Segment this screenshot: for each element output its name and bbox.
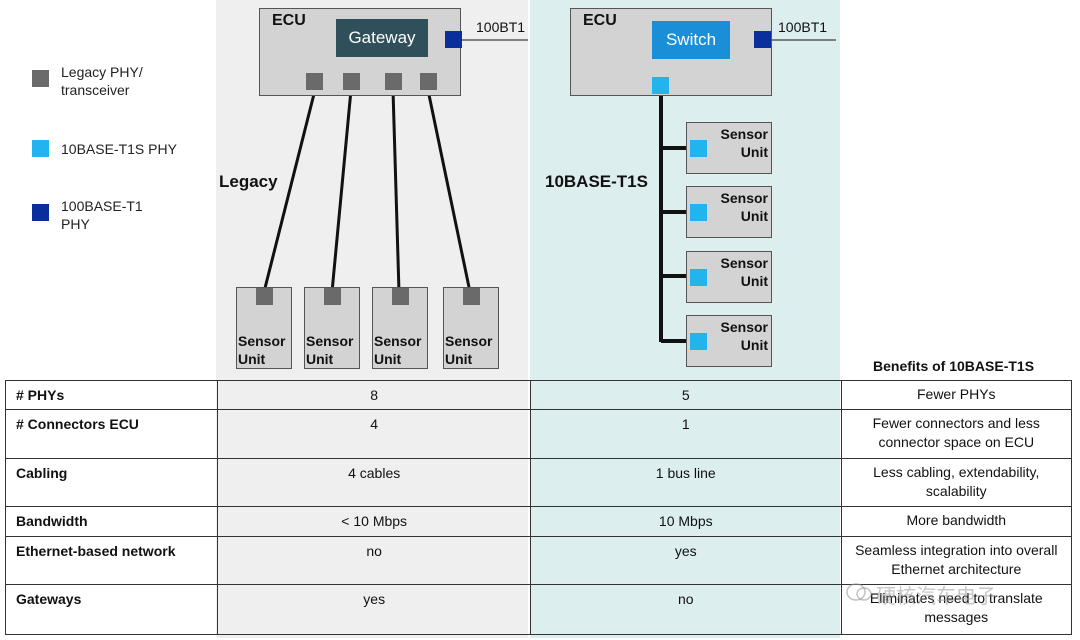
sensor-label-line1: Sensor <box>720 190 768 206</box>
table-row: # PHYs 8 5 Fewer PHYs <box>4 380 1073 410</box>
sensor-label-line2: Unit <box>306 351 334 367</box>
t1s-ecu-label: ECU <box>583 12 617 29</box>
sensor-label-line2: Unit <box>740 208 768 224</box>
benefit-text: Seamless integration into overall Ethern… <box>840 536 1073 585</box>
t1s-value: 5 <box>529 380 842 410</box>
t1s-value: 1 bus line <box>529 458 842 507</box>
t1s-sensor-unit-2: Sensor Unit <box>686 186 772 238</box>
table-row: Gateways yes no Eliminates need to trans… <box>4 584 1073 635</box>
legacy-value: 4 <box>217 409 531 459</box>
row-label: # PHYs <box>4 380 219 410</box>
row-label: Bandwidth <box>4 506 219 537</box>
legacy-sensor-unit-3: Sensor Unit <box>372 287 428 369</box>
legacy-value: yes <box>217 584 531 635</box>
legacy-ecu-phy-3 <box>385 73 402 90</box>
sensor-label-line2: Unit <box>374 351 402 367</box>
benefits-title: Benefits of 10BASE-T1S <box>873 358 1035 374</box>
comparison-table: # PHYs 8 5 Fewer PHYs # Connectors ECU 4… <box>4 380 1073 635</box>
sensor-label-line2: Unit <box>445 351 473 367</box>
legend-100bt1-line2: PHY <box>61 216 90 232</box>
legacy-sensor-unit-2: Sensor Unit <box>304 287 360 369</box>
sensor-label-line2: Unit <box>740 337 768 353</box>
row-label: # Connectors ECU <box>4 409 219 459</box>
t1s-sensor-phy-4 <box>690 333 707 350</box>
sensor-label-line2: Unit <box>740 273 768 289</box>
t1s-sensor-phy-3 <box>690 269 707 286</box>
legacy-ecu-label: ECU <box>272 12 306 29</box>
legacy-ecu-phy-2 <box>343 73 360 90</box>
legacy-100bt1-label: 100BT1 <box>476 19 526 35</box>
sensor-label-line1: Sensor <box>720 255 768 271</box>
legacy-value: 4 cables <box>217 458 531 507</box>
legend-swatch-t1s <box>32 140 49 157</box>
legacy-value: < 10 Mbps <box>217 506 531 537</box>
t1s-sensor-unit-3: Sensor Unit <box>686 251 772 303</box>
legacy-ecu-phy-1 <box>306 73 323 90</box>
legacy-sensor-unit-4: Sensor Unit <box>443 287 499 369</box>
t1s-value: no <box>529 584 842 635</box>
legacy-sensor-phy-4 <box>463 288 480 305</box>
legacy-cable-2 <box>330 89 353 293</box>
legacy-sensor-phy-3 <box>392 288 409 305</box>
t1s-value: yes <box>529 536 842 585</box>
legacy-cable-4 <box>426 89 472 293</box>
legacy-value: no <box>217 536 531 585</box>
table-row: Bandwidth < 10 Mbps 10 Mbps More bandwid… <box>4 506 1073 537</box>
t1s-sensor-phy-1 <box>690 140 707 157</box>
legend-swatch-100bt1 <box>32 204 49 221</box>
t1s-value: 1 <box>529 409 842 459</box>
sensor-label-line2: Unit <box>238 351 266 367</box>
watermark-text: 硬核汽车电子 <box>876 586 996 608</box>
benefit-text: More bandwidth <box>840 506 1073 537</box>
sensor-label-line1: Sensor <box>374 333 422 349</box>
legend-legacy-line2: transceiver <box>61 82 130 98</box>
t1s-section-label: 10BASE-T1S <box>545 172 648 191</box>
table-row: # Connectors ECU 4 1 Fewer connectors an… <box>4 409 1073 459</box>
row-label: Cabling <box>4 458 219 507</box>
legend-label-100bt1: 100BASE-T1 PHY <box>61 197 143 233</box>
sensor-label-line1: Sensor <box>720 319 768 335</box>
t1s-sensor-unit-4: Sensor Unit <box>686 315 772 367</box>
legacy-cable-3 <box>391 89 401 293</box>
row-label: Ethernet-based network <box>4 536 219 585</box>
legacy-sensor-phy-1 <box>256 288 273 305</box>
t1s-100bt1-phy <box>754 31 771 48</box>
sensor-label-line1: Sensor <box>720 126 768 142</box>
legend-100bt1-line1: 100BASE-T1 <box>61 198 143 214</box>
t1s-100bt1-label: 100BT1 <box>778 19 828 35</box>
t1s-sensor-unit-1: Sensor Unit <box>686 122 772 174</box>
gateway-block: Gateway <box>336 19 428 57</box>
row-label: Gateways <box>4 584 219 635</box>
switch-block: Switch <box>652 21 730 59</box>
legacy-cable-1 <box>262 89 317 293</box>
legacy-sensor-phy-2 <box>324 288 341 305</box>
legacy-sensor-unit-1: Sensor Unit <box>236 287 292 369</box>
benefit-text: Eliminates need to translate messages <box>840 584 1073 635</box>
sensor-label-line2: Unit <box>740 144 768 160</box>
legacy-section-label: Legacy <box>219 172 278 191</box>
legacy-value: 8 <box>217 380 531 410</box>
t1s-sensor-phy-2 <box>690 204 707 221</box>
legend-label-t1s: 10BASE-T1S PHY <box>61 141 177 157</box>
benefit-text: Fewer connectors and less connector spac… <box>840 409 1073 459</box>
watermark-logo-icon <box>846 582 872 602</box>
t1s-ecu-phy <box>652 77 669 94</box>
benefit-text: Fewer PHYs <box>840 380 1073 410</box>
table-row: Cabling 4 cables 1 bus line Less cabling… <box>4 458 1073 507</box>
table-row: Ethernet-based network no yes Seamless i… <box>4 536 1073 585</box>
legacy-ecu-phy-4 <box>420 73 437 90</box>
legend-label-legacy: Legacy PHY/ transceiver <box>61 63 143 99</box>
sensor-label-line1: Sensor <box>238 333 286 349</box>
t1s-value: 10 Mbps <box>529 506 842 537</box>
legend-legacy-line1: Legacy PHY/ <box>61 64 143 80</box>
legacy-100bt1-phy <box>445 31 462 48</box>
benefit-text: Less cabling, extendability, scalability <box>840 458 1073 507</box>
sensor-label-line1: Sensor <box>306 333 354 349</box>
legend-swatch-legacy <box>32 70 49 87</box>
sensor-label-line1: Sensor <box>445 333 493 349</box>
